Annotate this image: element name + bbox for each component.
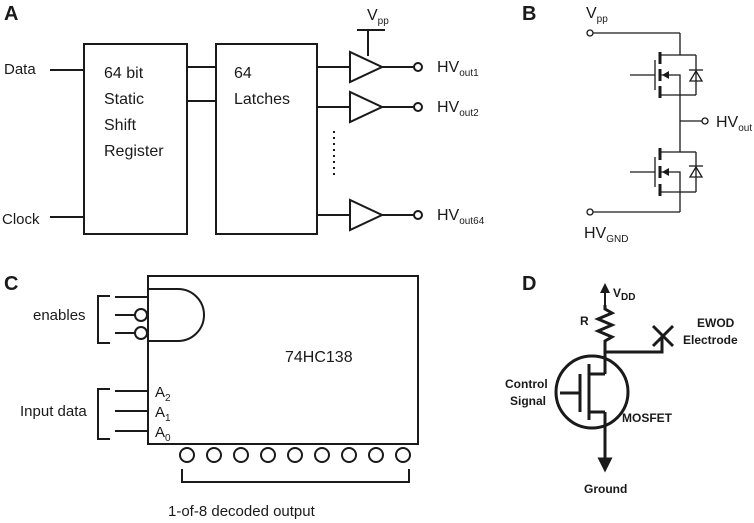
pin-a1-label: A1	[155, 404, 171, 424]
panel-c: C 74HC138 enables Input data A2 A1 A0	[4, 273, 419, 520]
enables-label: enables	[33, 307, 86, 324]
top-mosfet	[630, 52, 704, 98]
output-terminal	[701, 117, 709, 125]
bottom-mosfet	[630, 145, 704, 196]
ground-label: Ground	[584, 482, 627, 496]
top-diode-icon	[688, 69, 704, 82]
shift-register-line-4: Register	[104, 143, 164, 160]
output-64-label: HVout64	[437, 207, 485, 227]
panel-b-label: B	[522, 3, 536, 25]
electrode-wire	[605, 338, 664, 354]
electrode-label-2: Electrode	[683, 333, 738, 347]
resistor-icon	[594, 305, 616, 352]
bottom-diode-icon	[688, 165, 704, 178]
decoded-output-bubbles	[179, 447, 411, 463]
vdd-label: VDD	[613, 286, 635, 303]
input-data-label: Input data	[20, 403, 87, 420]
hv-out-label: HVout	[716, 114, 752, 134]
panel-a-label: A	[4, 3, 18, 25]
electrode-x-2	[651, 324, 675, 348]
electrode-label-1: EWOD	[697, 316, 735, 330]
latches-block	[215, 43, 318, 235]
data-input-label: Data	[4, 61, 36, 78]
panel-d: D VDD R EWOD Electrode Control Signal MO…	[505, 273, 738, 496]
decoded-output-bracket	[181, 469, 410, 483]
shift-register-block	[83, 43, 188, 235]
ground-rail-terminal	[586, 208, 594, 216]
output-bubble-3	[260, 447, 276, 463]
control-label-1: Control	[505, 377, 548, 391]
chip-name-label: 74HC138	[285, 349, 353, 366]
bottom-source	[660, 171, 681, 193]
bottom-body-arrow	[662, 168, 669, 176]
vpp-rail-terminal	[586, 29, 594, 37]
pin-a2-label: A2	[155, 384, 171, 404]
top-source	[660, 74, 681, 96]
control-label-2: Signal	[510, 394, 546, 408]
enable-and-gate	[148, 288, 205, 342]
output-64-terminal	[413, 210, 423, 220]
output-bubble-8	[395, 447, 411, 463]
buffer-1-icon	[349, 50, 385, 84]
output-2-label: HVout2	[437, 99, 479, 119]
latches-line-1: 64	[234, 65, 252, 82]
shift-register-line-1: 64 bit	[104, 65, 144, 82]
panel-d-label: D	[522, 273, 536, 295]
decoder-chip-body	[147, 275, 419, 445]
decoded-output-label: 1-of-8 decoded output	[168, 503, 316, 520]
enables-bracket	[97, 295, 110, 344]
panel-c-label: C	[4, 273, 18, 295]
shift-register-line-3: Shift	[104, 117, 137, 134]
enable-inverter-bubble-2	[134, 308, 148, 322]
output-bubble-6	[341, 447, 357, 463]
output-bubble-5	[314, 447, 330, 463]
buffer-64-icon	[349, 198, 385, 232]
mosfet-label: MOSFET	[622, 411, 673, 425]
output-1-terminal	[413, 62, 423, 72]
output-2-terminal	[413, 102, 423, 112]
resistor-label: R	[580, 314, 589, 328]
top-body-arrow	[662, 71, 669, 79]
output-bubble-7	[368, 447, 384, 463]
clock-input-label: Clock	[2, 211, 40, 228]
panel-b: B Vpp HVout	[522, 3, 752, 245]
mosfet-body-icon	[554, 354, 630, 430]
output-bubble-2	[233, 447, 249, 463]
vpp-rail-label: Vpp	[586, 5, 608, 25]
buffer-2-icon	[349, 90, 385, 124]
latches-line-2: Latches	[234, 91, 290, 108]
pin-a0-label: A0	[155, 424, 171, 444]
output-bubble-1	[206, 447, 222, 463]
hv-gnd-label: HVGND	[584, 225, 628, 245]
output-bubble-0	[179, 447, 195, 463]
output-1-label: HVout1	[437, 59, 479, 79]
output-bubble-4	[287, 447, 303, 463]
enable-inverter-bubble-3	[134, 326, 148, 340]
panel-a: A 64 bit Static Shift Register 64 Latche…	[2, 3, 485, 235]
shift-register-line-2: Static	[104, 91, 144, 108]
vpp-label: Vpp	[367, 7, 389, 27]
input-data-bracket	[97, 388, 110, 440]
